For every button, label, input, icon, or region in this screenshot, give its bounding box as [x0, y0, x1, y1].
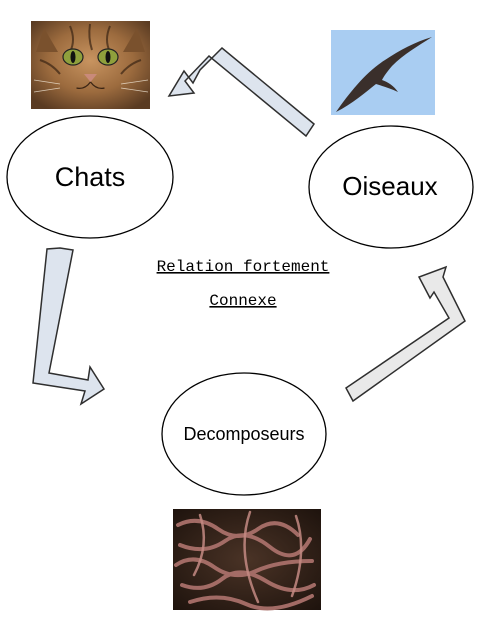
- bird-image: [331, 30, 435, 115]
- node-oiseaux-label: Oiseaux: [342, 171, 437, 201]
- caption-line-1: Relation fortement: [157, 258, 330, 276]
- node-chats-label: Chats: [55, 162, 126, 192]
- node-chats: Chats: [6, 115, 174, 239]
- node-decomposeurs-label: Decomposeurs: [183, 424, 304, 444]
- arrow-chats-to-decomposeurs: [32, 247, 106, 406]
- caption-line-2: Connexe: [209, 292, 276, 310]
- cat-image: [31, 21, 150, 109]
- arrow-oiseaux-to-chats: [167, 46, 315, 138]
- worms-image: [173, 509, 321, 611]
- node-oiseaux: Oiseaux: [308, 125, 474, 249]
- arrow-decomposeurs-to-oiseaux: [345, 265, 466, 403]
- node-decomposeurs: Decomposeurs: [161, 372, 327, 496]
